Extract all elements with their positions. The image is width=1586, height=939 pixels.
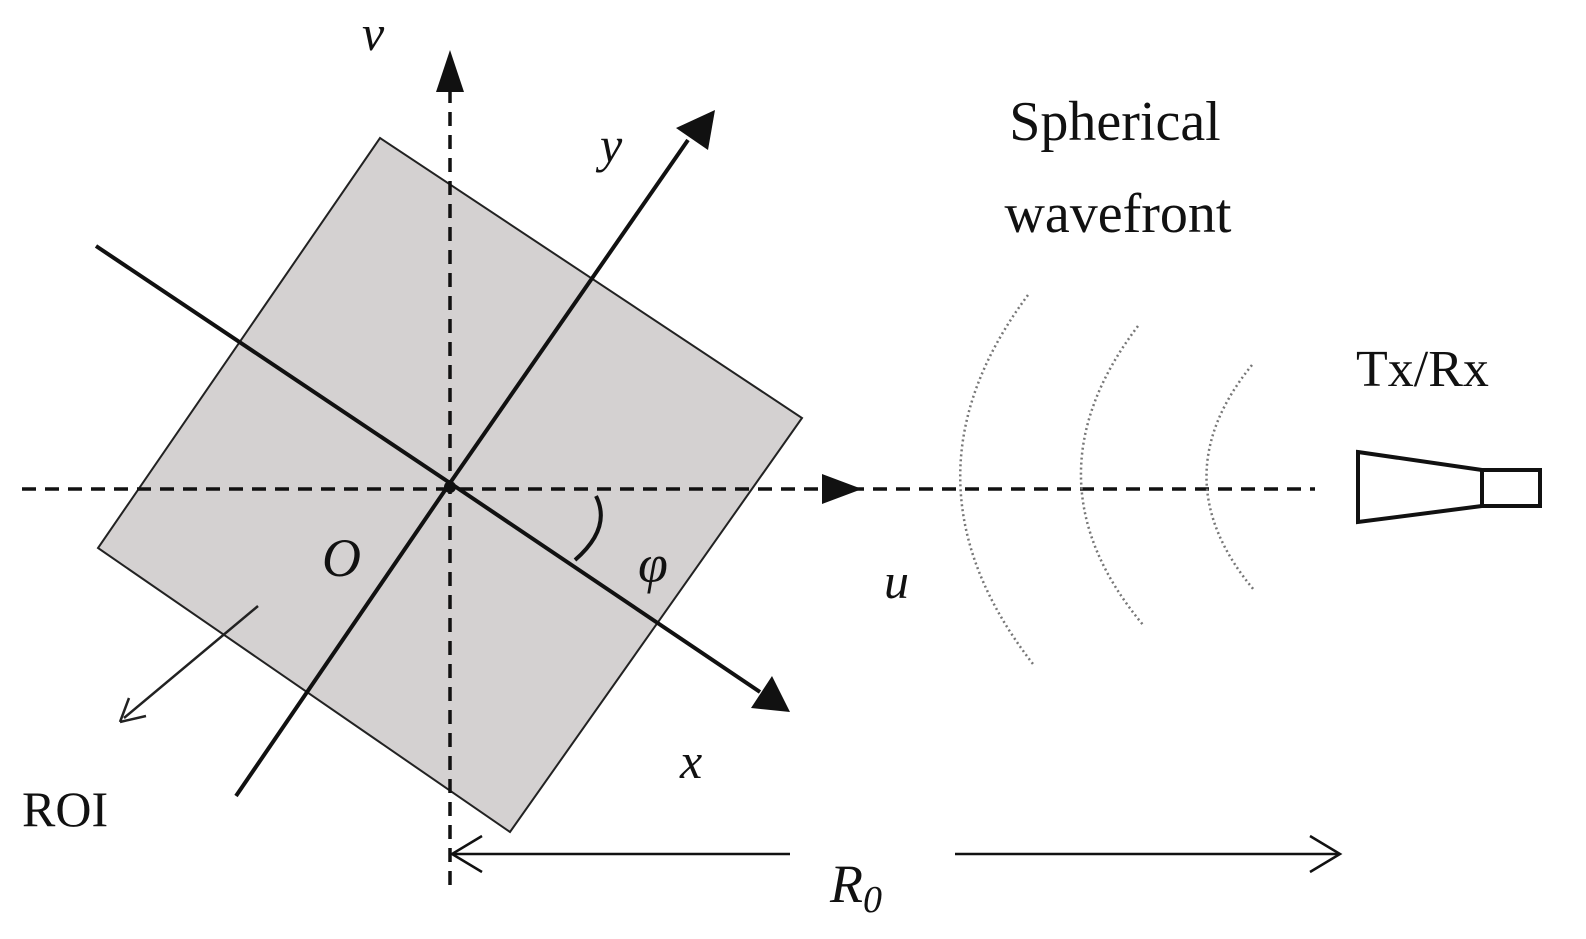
origin-point bbox=[444, 481, 456, 493]
antenna-label: Tx/Rx bbox=[1356, 341, 1489, 398]
x-axis-line bbox=[448, 481, 762, 694]
x-axis-negative-segment bbox=[94, 244, 452, 485]
distance-arrowhead-left bbox=[449, 834, 483, 874]
angle-label: φ bbox=[638, 534, 668, 594]
wavefront-arcs bbox=[959, 294, 1255, 665]
v-axis-label: v bbox=[362, 5, 385, 61]
wavefront-arc-2 bbox=[1079, 325, 1145, 627]
distance-label-main: R bbox=[829, 854, 863, 914]
horn-antenna-icon bbox=[1356, 449, 1542, 525]
y-axis-label: y bbox=[595, 117, 623, 173]
roi-pointer-arrowhead bbox=[118, 697, 147, 724]
distance-label: R0 bbox=[829, 854, 882, 921]
x-axis-label: x bbox=[679, 733, 702, 789]
y-axis-arrowhead bbox=[676, 110, 715, 150]
distance-label-subscript: 0 bbox=[863, 879, 882, 921]
origin-label: O bbox=[322, 528, 361, 588]
distance-arrowhead-right bbox=[1309, 834, 1343, 874]
u-axis-label: u bbox=[884, 553, 909, 609]
y-axis-line bbox=[448, 138, 690, 485]
angle-arc bbox=[573, 495, 603, 562]
x-axis-arrowhead bbox=[751, 676, 790, 712]
wavefront-arc-1 bbox=[959, 294, 1034, 665]
wavefront-label-line2: wavefront bbox=[1004, 183, 1231, 245]
roi-pointer-arrow bbox=[123, 605, 259, 719]
wavefront-arc-3 bbox=[1205, 364, 1255, 591]
y-axis-negative-segment bbox=[234, 481, 452, 798]
roi-label: ROI bbox=[22, 781, 108, 837]
v-axis-arrowhead bbox=[436, 50, 464, 92]
u-axis-arrowhead bbox=[822, 474, 862, 504]
wavefront-label-line1: Spherical bbox=[1009, 91, 1220, 153]
